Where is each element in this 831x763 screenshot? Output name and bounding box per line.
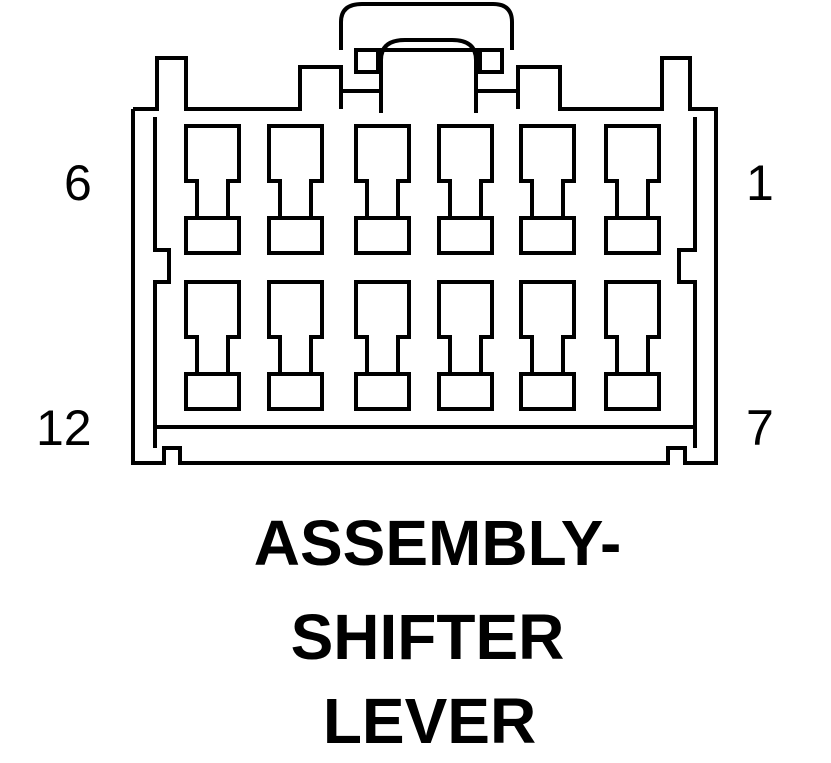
latch-handle-outer xyxy=(339,1,514,50)
pin-cavity-10 xyxy=(354,280,411,376)
pin-terminal-8 xyxy=(519,372,576,411)
pin-label-7: 7 xyxy=(746,400,774,456)
pin-cavity-3 xyxy=(437,124,494,220)
pin-cavity-7 xyxy=(604,280,661,376)
connector-housing xyxy=(131,48,718,465)
pin-cavity-6 xyxy=(184,124,241,220)
pin-terminal-12 xyxy=(184,372,241,411)
pin-cavity-8 xyxy=(519,280,576,376)
pin-terminal-6 xyxy=(184,216,241,255)
pin-label-6: 6 xyxy=(64,155,92,211)
title-line-3: LEVER xyxy=(322,685,537,757)
pin-terminal-5 xyxy=(267,216,324,255)
latch-block-right xyxy=(478,48,504,74)
pin-cavity-5 xyxy=(267,124,324,220)
inner-cavity xyxy=(153,117,697,429)
pin-terminal-1 xyxy=(604,216,661,255)
pin-cavity-2 xyxy=(519,124,576,220)
pin-terminal-10 xyxy=(354,372,411,411)
pin-terminal-9 xyxy=(437,372,494,411)
pin-terminal-4 xyxy=(354,216,411,255)
latch-handle-inner xyxy=(379,38,478,113)
latch-block-left xyxy=(354,48,380,74)
pin-terminal-2 xyxy=(519,216,576,255)
title-line-1: ASSEMBLY- xyxy=(253,507,622,579)
pin-cavity-9 xyxy=(437,280,494,376)
pin-cavity-1 xyxy=(604,124,661,220)
pin-terminal-7 xyxy=(604,372,661,411)
pin-terminal-3 xyxy=(437,216,494,255)
pin-cavity-12 xyxy=(184,280,241,376)
pin-cavity-4 xyxy=(354,124,411,220)
pin-label-1: 1 xyxy=(746,155,774,211)
pin-cavity-11 xyxy=(267,280,324,376)
pin-cavities xyxy=(184,124,661,411)
pin-label-12: 12 xyxy=(36,400,92,456)
title-line-2: SHIFTER xyxy=(290,601,565,673)
pin-terminal-11 xyxy=(267,372,324,411)
